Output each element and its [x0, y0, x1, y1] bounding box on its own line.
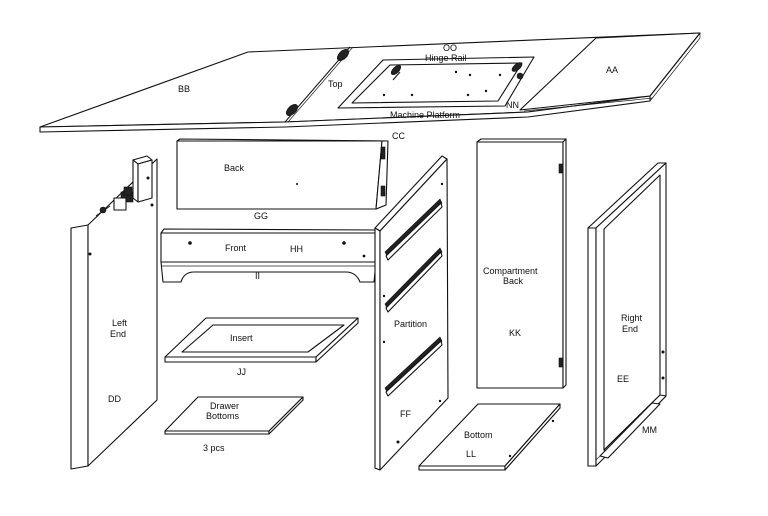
label-gg: GG: [254, 211, 268, 221]
drawer-runner: [384, 336, 443, 393]
hinge-icon: [336, 48, 350, 62]
label-cc: CC: [392, 131, 405, 141]
label-right-end-2: End: [622, 324, 638, 334]
label-bottom: Bottom: [464, 430, 493, 440]
label-top: Top: [328, 79, 343, 89]
bottom-panel: Bottom LL: [418, 403, 561, 471]
label-machine-platform: Machine Platform: [390, 110, 460, 120]
label-ii: II: [255, 271, 260, 281]
label-ll: LL: [466, 449, 476, 459]
label-front: Front: [225, 243, 247, 253]
hardware-icon: [380, 146, 386, 160]
drawer-runner: [384, 247, 443, 309]
hinge-icon: [511, 62, 523, 72]
label-bb: BB: [178, 84, 190, 94]
leaf-aa: [519, 32, 701, 111]
front-panel: Front HH II: [160, 228, 381, 283]
hinge-icon: [285, 103, 299, 117]
label-drawer-bottoms-2: Bottoms: [206, 411, 240, 421]
label-drawer-bottoms-1: Drawer: [210, 401, 239, 411]
insert-frame: Insert JJ: [164, 317, 359, 377]
label-ff: FF: [400, 409, 411, 419]
left-end-panel: Left End DD: [70, 155, 158, 470]
label-left-end-1: Left: [112, 318, 128, 328]
label-left-end-2: End: [110, 329, 126, 339]
partition-panel: Partition FF: [374, 155, 449, 471]
hinge-icon: [390, 64, 402, 76]
label-hh: HH: [290, 244, 303, 254]
label-kk: KK: [509, 328, 521, 338]
hardware-icon: [99, 206, 107, 214]
label-dd: DD: [108, 394, 121, 404]
label-compartment-back-2: Back: [503, 276, 524, 286]
drawer-bottoms: Drawer Bottoms 3 pcs: [164, 396, 304, 453]
compartment-back-panel: Compartment Back KK: [476, 138, 567, 389]
back-panel: CC Back GG: [176, 131, 405, 221]
hardware-icon: [380, 185, 386, 197]
label-ee: EE: [617, 374, 629, 384]
label-nn: NN: [506, 100, 519, 110]
label-insert: Insert: [230, 333, 253, 343]
hardware-icon: [558, 357, 564, 368]
drawer-runner: [384, 198, 443, 257]
label-right-end-1: Right: [621, 313, 643, 323]
label-jj: JJ: [237, 367, 246, 377]
label-pcs: 3 pcs: [203, 443, 225, 453]
label-aa: AA: [606, 65, 618, 75]
top-assembly: BB Top OO Hinge Rail AA NN Machine Platf…: [39, 32, 701, 133]
hardware-icon: [558, 163, 564, 174]
label-compartment-back-1: Compartment: [483, 266, 538, 276]
label-back: Back: [224, 163, 245, 173]
hardware-icon: [516, 72, 524, 80]
label-oo: OO: [443, 43, 457, 53]
right-end-panel: Right End EE MM: [587, 162, 667, 467]
label-partition: Partition: [394, 319, 427, 329]
label-hinge-rail: Hinge Rail: [425, 53, 467, 63]
label-mm: MM: [642, 425, 657, 435]
